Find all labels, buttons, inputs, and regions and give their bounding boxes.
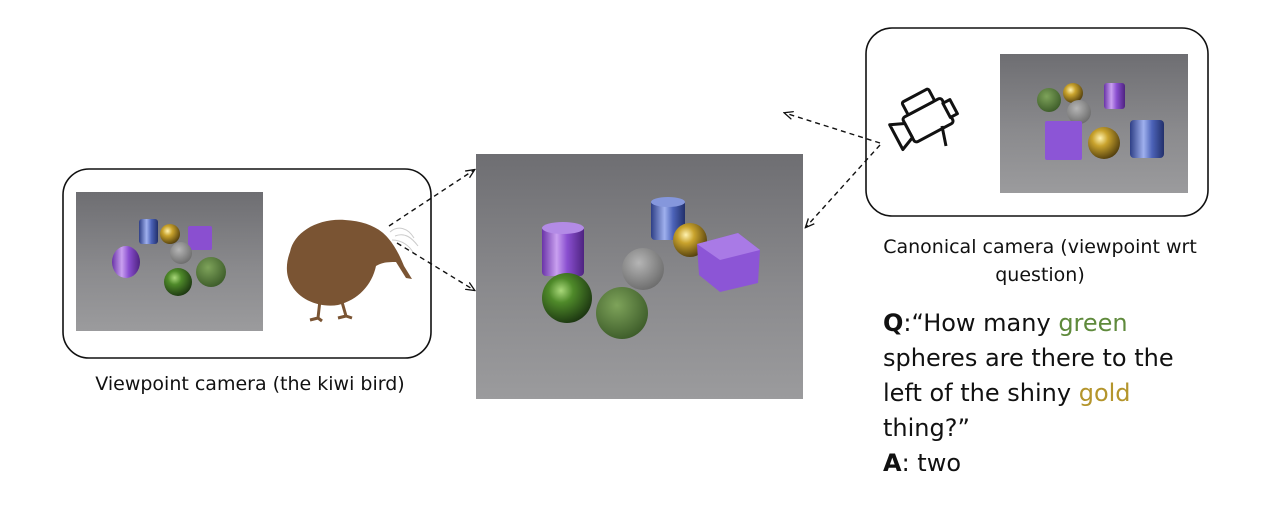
arrow-camera-to-left — [785, 113, 881, 144]
viewpoint-caption: Viewpoint camera (the kiwi bird) — [95, 373, 405, 395]
purple-cylinder — [112, 246, 140, 278]
purple-cube — [1045, 121, 1082, 160]
question-answer-block: Q:“How many green spheres are there to t… — [883, 306, 1213, 481]
question-text-1: :“How many — [903, 309, 1059, 337]
purple-cylinder — [1104, 83, 1125, 109]
question: Q:“How many green spheres are there to t… — [883, 306, 1213, 446]
arrow-kiwi-to-scene-lower — [396, 242, 474, 290]
main-scene-image — [476, 154, 803, 399]
green-sphere-shiny — [542, 273, 592, 323]
arrows — [388, 113, 881, 290]
blue-cylinder — [1130, 120, 1164, 158]
viewpoint-scene-image — [76, 192, 263, 331]
green-sphere-matte — [596, 287, 648, 339]
green-sphere-matte — [196, 257, 226, 287]
answer-text: : two — [901, 449, 962, 477]
gold-sphere-back — [1063, 83, 1083, 103]
gray-sphere — [622, 248, 664, 290]
question-text-3: thing?” — [883, 414, 970, 442]
gold-sphere — [1088, 127, 1120, 159]
green-sphere-matte — [1037, 88, 1061, 112]
camera-icon — [888, 87, 959, 151]
purple-cylinder — [542, 226, 584, 276]
canonical-caption: Canonical camera (viewpoint wrt question… — [883, 236, 1197, 286]
question-word-gold: gold — [1078, 379, 1131, 407]
green-sphere-shiny — [164, 268, 192, 296]
canonical-scene-image — [1000, 54, 1188, 193]
blue-cylinder — [139, 219, 158, 244]
purple-cube — [188, 226, 212, 250]
question-word-green: green — [1058, 309, 1128, 337]
kiwi-bird-icon — [286, 219, 419, 323]
answer-label: A — [883, 449, 902, 477]
answer: A: two — [883, 446, 1213, 481]
gold-sphere — [160, 224, 180, 244]
question-text-2: spheres are there to the left of the shi… — [883, 344, 1174, 407]
arrow-kiwi-to-scene-upper — [388, 170, 474, 227]
arrow-camera-to-scene — [806, 144, 881, 227]
question-label: Q — [883, 309, 904, 337]
gray-sphere — [170, 242, 192, 264]
gray-sphere — [1067, 100, 1091, 124]
